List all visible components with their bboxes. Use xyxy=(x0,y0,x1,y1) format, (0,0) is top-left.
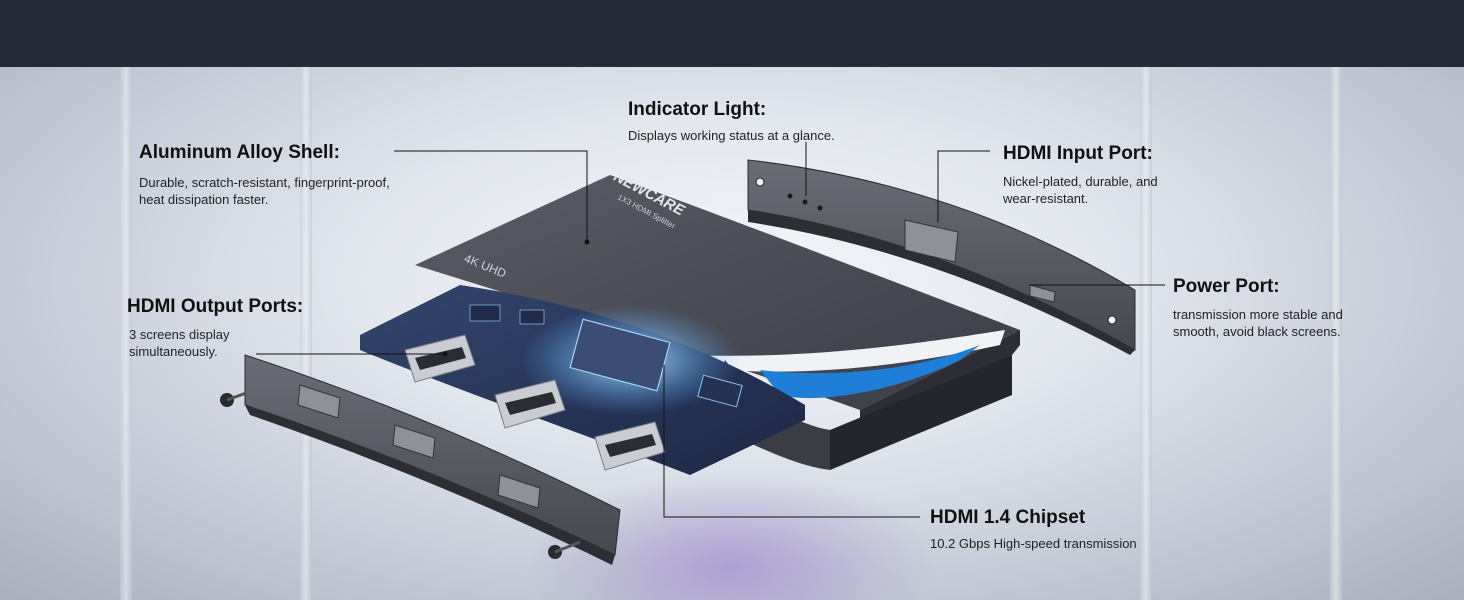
shell-inner-panel xyxy=(690,330,1005,372)
chipset-callout: HDMI 1.4 Chipset 10.2 Gbps High-speed tr… xyxy=(930,507,1137,552)
callout-description: 3 screens display xyxy=(129,327,230,342)
callout-title: HDMI Output Ports: xyxy=(127,296,304,317)
callout-description: heat dissipation faster. xyxy=(139,192,269,207)
hdmi-output-callout: HDMI Output Ports: 3 screens display sim… xyxy=(127,296,303,360)
hdmi-input-cutout xyxy=(904,219,959,263)
callout-description: Nickel-plated, durable, and xyxy=(1003,174,1158,189)
output-port-cutout xyxy=(497,474,541,509)
callout-title: HDMI Input Port: xyxy=(1003,143,1153,164)
indicator-light xyxy=(817,205,823,211)
indicator-light-callout: Indicator Light: Displays working status… xyxy=(628,99,835,144)
callout-title: HDMI 1.4 Chipset xyxy=(930,507,1086,528)
leader-lines xyxy=(256,142,1165,518)
hdmi-chipset xyxy=(569,318,671,392)
screw-icon xyxy=(220,391,247,407)
background-pillar xyxy=(1140,67,1152,600)
background-pillar xyxy=(300,67,312,600)
callout-description: Durable, scratch-resistant, fingerprint-… xyxy=(139,175,390,190)
hdmi-output-connector xyxy=(404,334,476,383)
callout-title: Aluminum Alloy Shell: xyxy=(139,142,340,163)
callout-title: Indicator Light: xyxy=(628,99,767,120)
indicator-light xyxy=(787,193,793,199)
shell-blue-stripe xyxy=(760,345,980,399)
callout-description: Displays working status at a glance. xyxy=(628,128,835,143)
indicator-light xyxy=(802,199,808,205)
power-port-cutout xyxy=(1029,284,1056,303)
shell-bottom-side xyxy=(830,355,1012,470)
output-port-cutout xyxy=(297,384,341,419)
callout-description: wear-resistant. xyxy=(1003,191,1089,206)
background-pillar xyxy=(120,67,132,600)
power-port-callout: Power Port: transmission more stable and… xyxy=(1173,276,1343,340)
output-port-cutout xyxy=(392,424,436,459)
callout-description: smooth, avoid black screens. xyxy=(1173,324,1341,339)
background-pillar xyxy=(1330,67,1342,600)
hdmi-output-connector xyxy=(594,421,666,471)
screw-icon xyxy=(548,540,581,559)
aluminum-shell-callout: Aluminum Alloy Shell: Durable, scratch-r… xyxy=(139,142,390,208)
callout-description: transmission more stable and xyxy=(1173,307,1343,322)
hdmi-output-connector xyxy=(494,379,566,429)
hdmi-input-callout: HDMI Input Port: Nickel-plated, durable,… xyxy=(1003,143,1158,207)
callout-title: Power Port: xyxy=(1173,276,1280,297)
callout-description: simultaneously. xyxy=(129,344,218,359)
top-bar xyxy=(0,0,1464,67)
callout-description: 10.2 Gbps High-speed transmission xyxy=(930,536,1137,551)
